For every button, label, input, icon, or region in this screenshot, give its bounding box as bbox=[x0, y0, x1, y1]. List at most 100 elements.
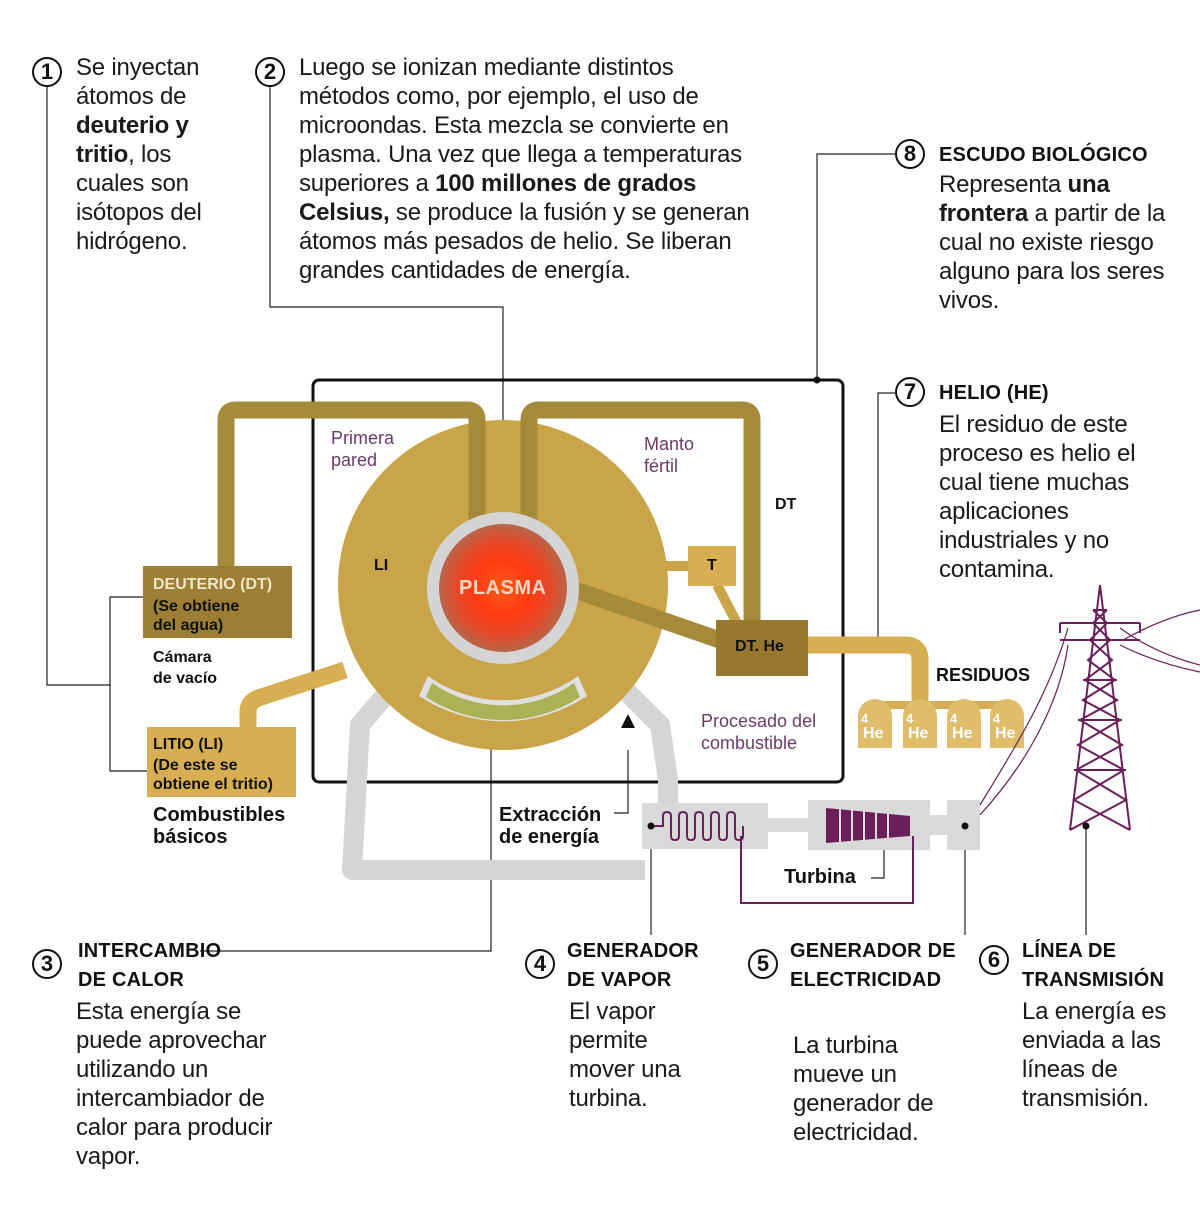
vacuum-chamber bbox=[311, 378, 845, 784]
he-symbol-3: He bbox=[952, 725, 973, 742]
he-symbol-1: He bbox=[863, 725, 884, 742]
deuterio-line2: (Se obtiene bbox=[153, 598, 240, 615]
plasma bbox=[439, 524, 567, 652]
combustibles-line2: básicos bbox=[153, 826, 228, 848]
step-8-text-pre: Representa bbox=[939, 171, 1068, 198]
arrow-extraccion bbox=[621, 714, 635, 728]
step-1-text: Se inyectan átomos de deuterio y tritio,… bbox=[76, 53, 226, 256]
leader-line-1 bbox=[46, 86, 110, 686]
step-5-text: La turbina mueve un generador de electri… bbox=[793, 1032, 934, 1146]
step-8-badge: 8 bbox=[895, 139, 925, 169]
label-t: T bbox=[707, 557, 717, 574]
litio-title: LITIO (LI) bbox=[153, 736, 224, 753]
label-procesado-2: combustible bbox=[701, 733, 798, 753]
extraccion-line1: Extracción bbox=[499, 804, 602, 826]
label-plasma: PLASMA bbox=[459, 577, 547, 599]
shaft bbox=[930, 815, 947, 835]
label-residuos: RESIDUOS bbox=[936, 665, 1031, 685]
shaft-link bbox=[768, 818, 808, 832]
step-7-badge: 7 bbox=[895, 377, 925, 407]
steam-coil-icon bbox=[651, 810, 744, 842]
label-dt: DT bbox=[775, 496, 797, 513]
step-1-text-pre: Se inyectan átomos de bbox=[76, 54, 200, 110]
he-symbol-4: He bbox=[995, 725, 1016, 742]
turbine-blades bbox=[839, 808, 889, 844]
step-4-text: El vapor permite mover una turbina. bbox=[569, 998, 681, 1112]
label-manto-1: Manto bbox=[644, 434, 695, 454]
step-2-text-bold: 100 millones de grados Celsius, bbox=[299, 170, 697, 226]
leader-line-8 bbox=[816, 153, 895, 380]
leader-dot-5 bbox=[961, 822, 969, 830]
pipe-litio bbox=[239, 661, 348, 728]
step-2-text-post: se produce la fusión y se generan átomos… bbox=[299, 199, 750, 284]
litio-box bbox=[147, 727, 296, 797]
step-2-badge: 2 bbox=[255, 57, 285, 87]
label-procesado-1: Procesado del bbox=[701, 711, 817, 731]
step-8-text: Representa una frontera a partir de la c… bbox=[939, 170, 1194, 315]
step-2-text: Luego se ionizan mediante distintos méto… bbox=[299, 53, 769, 285]
helium-tank bbox=[903, 699, 937, 748]
he-mass-3: 4 bbox=[950, 711, 958, 726]
camara-line2: de vacío bbox=[153, 670, 218, 687]
step-3-badge: 3 bbox=[32, 949, 62, 979]
deuterio-line3: del agua) bbox=[153, 617, 224, 634]
step-3-title-line1: INTERCAMBIO bbox=[78, 940, 222, 962]
step-3-text: Esta energía se puede aprovechar utiliza… bbox=[76, 998, 273, 1170]
pipes bbox=[217, 401, 761, 656]
dthe-box bbox=[716, 620, 808, 676]
label-dthe: DT. He bbox=[735, 638, 784, 655]
deuterio-title: DEUTERIO (DT) bbox=[153, 576, 273, 593]
label-primera-pared-2: pared bbox=[331, 450, 378, 470]
step-8-text-bold: una frontera bbox=[939, 171, 1110, 227]
helium-tank bbox=[858, 699, 892, 748]
step-8-title: ESCUDO BIOLÓGICO bbox=[939, 144, 1148, 166]
step-4-title-line2: DE VAPOR bbox=[567, 969, 672, 991]
helium-tanks bbox=[858, 699, 1024, 748]
divertor-core bbox=[426, 683, 580, 721]
step-4-title-line1: GENERADOR bbox=[567, 940, 699, 962]
he-mass-2: 4 bbox=[906, 711, 914, 726]
litio-line2: (De este se bbox=[153, 757, 238, 774]
leader-dot-4 bbox=[647, 822, 655, 830]
pipe-residuos bbox=[808, 636, 929, 705]
leader-line-3 bbox=[200, 742, 492, 952]
step-3-title-line2: DE CALOR bbox=[78, 969, 185, 991]
step-6-badge: 6 bbox=[979, 945, 1009, 975]
deuterio-box bbox=[143, 566, 292, 638]
step-6-text: La energía es enviada a las líneas de tr… bbox=[1022, 998, 1167, 1112]
helium-tank bbox=[990, 699, 1024, 748]
step-2-text-pre: Luego se ionizan mediante distintos méto… bbox=[299, 54, 742, 197]
pipes-t bbox=[655, 561, 743, 628]
leader-line-camara bbox=[109, 596, 147, 772]
step-5-title-line2: ELECTRICIDAD bbox=[790, 969, 942, 991]
he-symbol-2: He bbox=[908, 725, 929, 742]
transmission-tower-icon bbox=[1059, 584, 1141, 831]
step-1-text-bold: deuterio y tritio bbox=[76, 112, 189, 168]
leader-lines bbox=[46, 86, 1087, 952]
step-8-text-post: a partir de la cual no existe riesgo alg… bbox=[939, 200, 1166, 314]
leader-line-extraccion bbox=[614, 750, 629, 814]
step-7-text: El residuo de este proceso es helio el c… bbox=[939, 411, 1136, 583]
litio-line3: obtiene el tritio) bbox=[153, 776, 273, 793]
step-5-badge: 5 bbox=[748, 949, 778, 979]
leader-line-2 bbox=[269, 86, 504, 520]
step-4-badge: 4 bbox=[525, 949, 555, 979]
extraccion-line2: de energía bbox=[499, 826, 600, 848]
leader-line-7 bbox=[877, 392, 895, 640]
camara-line1: Cámara bbox=[153, 649, 212, 666]
leader-dot-6 bbox=[1082, 822, 1090, 830]
step-7-title: HELIO (HE) bbox=[939, 382, 1049, 404]
he-mass-1: 4 bbox=[861, 711, 869, 726]
label-manto-2: fértil bbox=[644, 456, 679, 476]
steam-return-line bbox=[740, 836, 914, 904]
power-lines bbox=[979, 609, 1200, 816]
step-6-title-line2: TRANSMISIÓN bbox=[1022, 969, 1165, 991]
step-6-title-line1: LÍNEA DE bbox=[1022, 940, 1117, 962]
tritium-box bbox=[688, 546, 736, 586]
step-5-title-line1: GENERADOR DE bbox=[790, 940, 956, 962]
label-turbina: Turbina bbox=[784, 866, 856, 888]
step-1-text-post: , los cuales son isótopos del hidrógeno. bbox=[76, 141, 202, 255]
combustibles-line1: Combustibles bbox=[153, 804, 286, 826]
step-1-badge: 1 bbox=[32, 57, 62, 87]
